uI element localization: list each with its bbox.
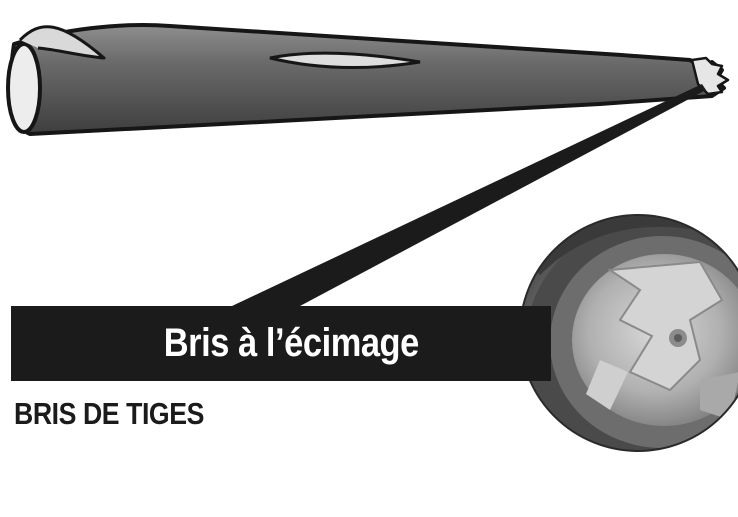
section-title: BRIS DE TIGES — [14, 396, 204, 432]
stem-cut-end — [8, 44, 40, 132]
callout-label: Bris à l’écimage — [163, 321, 418, 366]
callout-banner: Bris à l’écimage — [11, 306, 551, 381]
stem-body — [11, 25, 724, 134]
